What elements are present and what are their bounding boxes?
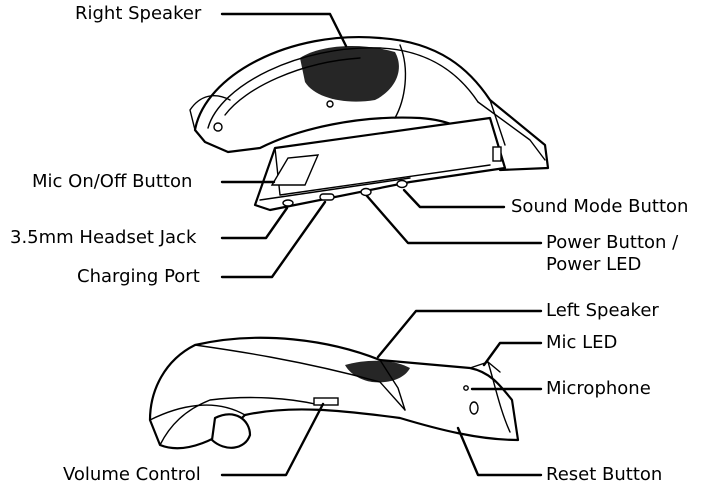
volume-control-text: Volume Control: [63, 464, 201, 485]
power-button-text-2: Power LED: [546, 254, 642, 275]
power-button-text-1: Power Button /: [546, 232, 679, 253]
label-left-speaker: Left Speaker: [546, 300, 659, 322]
charging-port-text: Charging Port: [77, 266, 200, 287]
bottom-view-speaker: [148, 336, 520, 450]
headset-jack-text: 3.5mm Headset Jack: [10, 227, 197, 248]
label-sound-mode: Sound Mode Button: [511, 196, 688, 218]
label-microphone: Microphone: [546, 378, 651, 400]
label-reset-button: Reset Button: [546, 464, 662, 486]
label-right-speaker: Right Speaker: [75, 3, 201, 25]
mic-button-text: Mic On/Off Button: [32, 171, 193, 192]
label-charging-port: Charging Port: [77, 266, 200, 288]
mic-led-text: Mic LED: [546, 332, 618, 353]
label-power-button: Power Button / Power LED: [546, 232, 678, 276]
microphone-text: Microphone: [546, 378, 651, 399]
right-speaker-text: Right Speaker: [75, 3, 202, 24]
reset-button-text: Reset Button: [546, 464, 663, 485]
label-mic-led: Mic LED: [546, 332, 617, 354]
left-speaker-text: Left Speaker: [546, 300, 659, 321]
label-volume-control: Volume Control: [63, 464, 201, 486]
leader-lines: [220, 12, 543, 477]
top-view-speaker: [189, 36, 550, 212]
sound-mode-text: Sound Mode Button: [511, 196, 689, 217]
label-mic-button: Mic On/Off Button: [32, 171, 192, 193]
label-headset-jack: 3.5mm Headset Jack: [10, 227, 196, 249]
